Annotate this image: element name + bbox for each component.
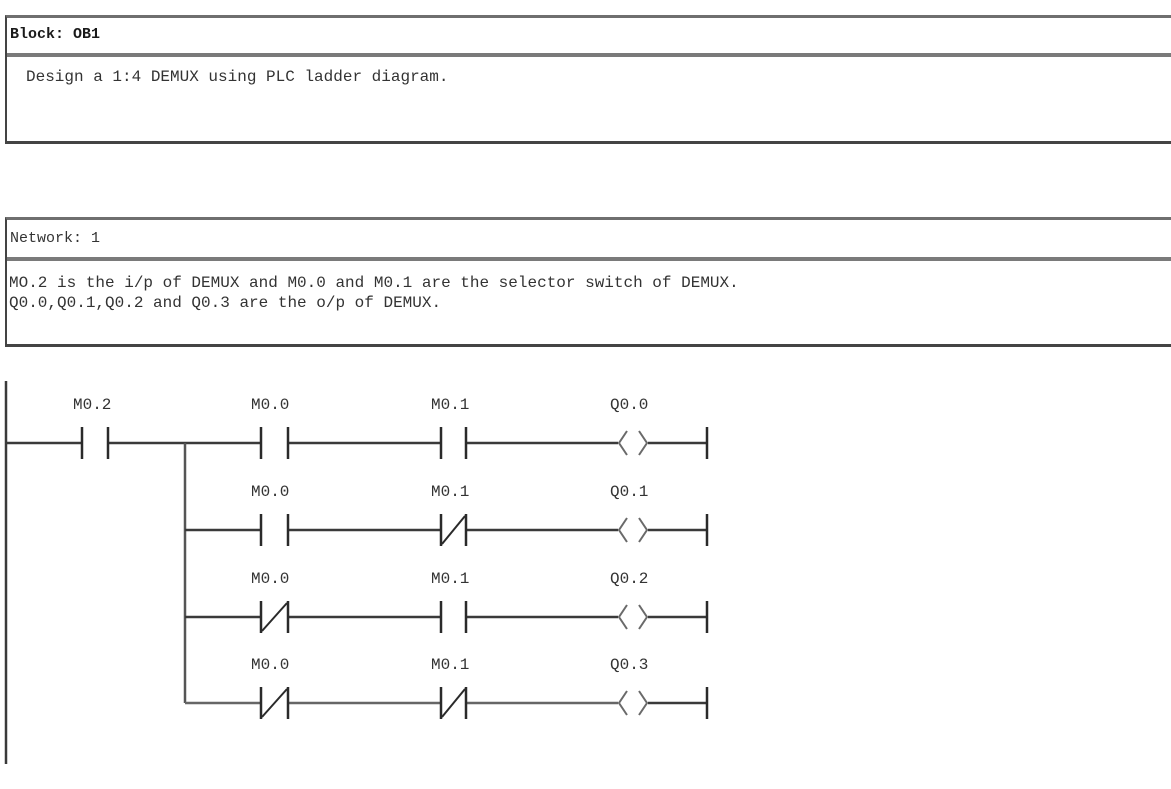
nc-contact-icon[interactable] xyxy=(259,687,290,719)
block-panel: Block: OB1 Design a 1:4 DEMUX using PLC … xyxy=(5,15,1171,144)
coil-icon[interactable] xyxy=(617,604,649,630)
no-contact-icon[interactable] xyxy=(259,514,290,546)
contact-label: M0.0 xyxy=(251,483,290,501)
contact-label: M0.1 xyxy=(431,656,470,674)
contact-label: M0.1 xyxy=(431,396,470,414)
contact-label: M0.0 xyxy=(251,396,290,414)
coil-label: Q0.1 xyxy=(610,483,649,501)
coil-label: Q0.0 xyxy=(610,396,649,414)
nc-contact-icon[interactable] xyxy=(259,601,290,633)
no-contact-icon[interactable] xyxy=(439,601,468,633)
network-title: Network: 1 xyxy=(7,220,1171,261)
no-contact-icon[interactable] xyxy=(259,427,290,459)
contact-label: M0.1 xyxy=(431,570,470,588)
coil-label: Q0.2 xyxy=(610,570,649,588)
network-panel: Network: 1 MO.2 is the i/p of DEMUX and … xyxy=(5,217,1171,347)
coil-icon[interactable] xyxy=(617,430,649,456)
nc-contact-icon[interactable] xyxy=(439,514,468,546)
network-comment-line: Q0.0,Q0.1,Q0.2 and Q0.3 are the o/p of D… xyxy=(9,294,442,312)
no-contact-icon[interactable] xyxy=(80,427,110,459)
network-comment[interactable]: MO.2 is the i/p of DEMUX and M0.0 and M0… xyxy=(7,261,1171,313)
contact-label: M0.0 xyxy=(251,656,290,674)
coil-label: Q0.3 xyxy=(610,656,649,674)
coil-icon[interactable] xyxy=(617,690,649,716)
nc-contact-icon[interactable] xyxy=(439,687,468,719)
network-comment-line: MO.2 is the i/p of DEMUX and M0.0 and M0… xyxy=(9,274,739,292)
contact-label: M0.0 xyxy=(251,570,290,588)
no-contact-icon[interactable] xyxy=(439,427,468,459)
contact-label: M0.1 xyxy=(431,483,470,501)
contact-label: M0.2 xyxy=(73,396,112,414)
coil-icon[interactable] xyxy=(617,517,649,543)
block-comment[interactable]: Design a 1:4 DEMUX using PLC ladder diag… xyxy=(26,68,449,86)
block-title: Block: OB1 xyxy=(7,18,1171,57)
